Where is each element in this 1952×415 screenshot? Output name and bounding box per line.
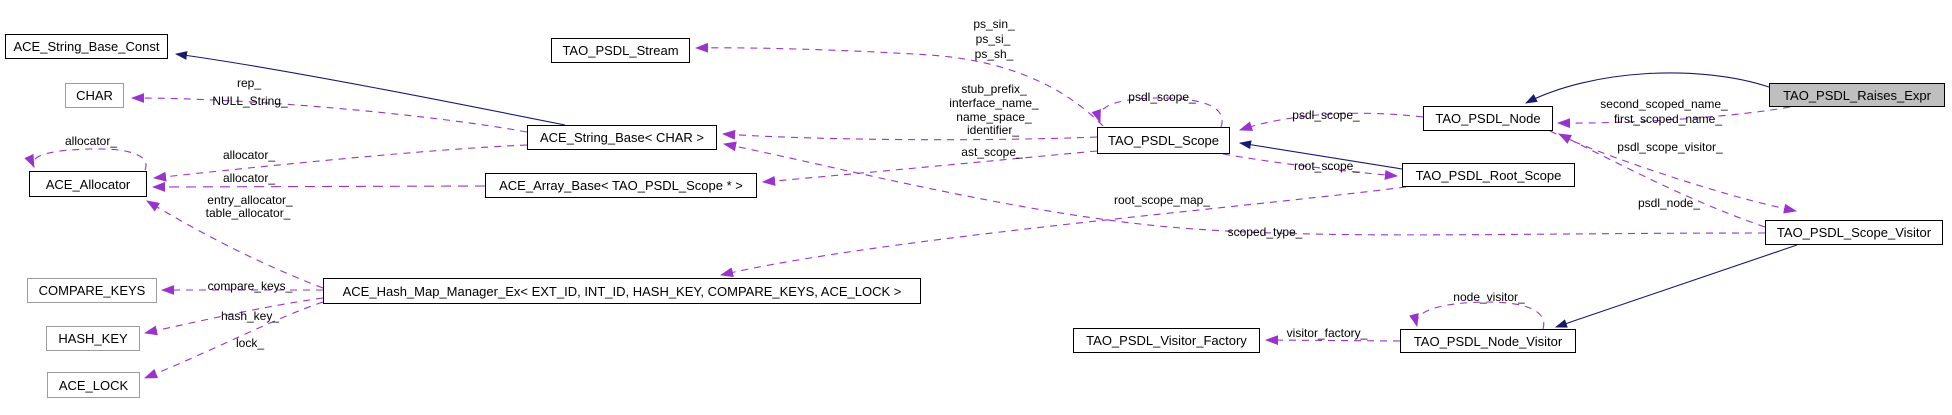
edge-label-scoped-type: scoped_type_ [1227,225,1303,239]
edge-usage-psdl-node [1558,133,1766,228]
edge-label-ps-sin: ps_sin_ [973,17,1015,31]
edge-usage-root-scope-map [719,186,1407,278]
edge-usage-psdl-scope-self-loop [1091,97,1223,128]
edge-usage-lock [143,301,324,379]
node-tao-psdl-scope[interactable]: TAO_PSDL_Scope [1097,127,1230,154]
edge-label-allocator-self: allocator_ [64,134,118,148]
edge-usage-ast-scope [761,150,1098,186]
edge-label-ps-si: ps_si_ [975,32,1011,46]
edge-label-node-visitor: node_visitor_ [1453,290,1525,304]
edge-label-entry-allocator: entry_allocator_ [207,193,293,207]
node-tao-psdl-raises-expr: TAO_PSDL_Raises_Expr [1769,83,1945,107]
edge-label-visitor-factory: visitor_factory_ [1286,326,1368,340]
edge-inherit-string-base-to-const [174,51,566,126]
node-compare-keys[interactable]: COMPARE_KEYS [27,278,157,303]
edge-usage-entry-table-allocator [146,200,324,289]
edge-inherit-scope-visitor-to-node-visitor [1554,244,1798,328]
edge-label-allocator-array: allocator_ [222,171,276,185]
edge-label-root-scope: root_scope_ [1293,159,1361,173]
node-char[interactable]: CHAR [65,83,124,108]
edge-label-interface-name: interface_name_ [949,96,1039,110]
edge-inherit-root-scope-to-scope [1238,140,1403,170]
node-ace-lock[interactable]: ACE_LOCK [47,372,140,398]
edge-usage-psdl-scope-visitor [1549,130,1798,214]
node-tao-psdl-stream[interactable]: TAO_PSDL_Stream [551,38,690,63]
edge-label-stub-prefix: stub_prefix_ [961,82,1027,96]
node-ace-string-base-const[interactable]: ACE_String_Base_Const [5,34,168,59]
node-ace-allocator[interactable]: ACE_Allocator [29,171,147,197]
edge-label-root-scope-map: root_scope_map_ [1113,193,1211,207]
edge-label-ast-scope: ast_scope_ [961,145,1023,159]
edge-usage-scope-strings [721,129,1098,141]
edge-label-psdl-scope-self: psdl_scope_ [1128,90,1196,104]
node-tao-psdl-scope-visitor[interactable]: TAO_PSDL_Scope_Visitor [1765,220,1943,245]
edge-label-hash-key: hash_key_ [220,309,280,323]
edge-usage-ps-streams [694,42,1104,127]
edge-label-first-scoped-name: first_scoped_name_ [1613,112,1723,126]
edge-usage-hash-key [143,297,324,336]
node-tao-psdl-node-visitor[interactable]: TAO_PSDL_Node_Visitor [1400,329,1576,353]
node-ace-array-base[interactable]: ACE_Array_Base< TAO_PSDL_Scope * > [485,173,757,198]
edge-usage-root-scope [1222,153,1399,180]
edge-label-rep: rep_ [236,76,262,90]
edge-inherit-raises-expr-to-node [1525,72,1770,104]
edge-usage-node-visitor-self-loop [1409,301,1545,330]
edge-usage-allocator-array-base [151,182,486,192]
edge-label-compare-keys: compare_keys_ [207,279,293,293]
edge-label-identifier: identifier_ [966,123,1020,137]
node-ace-string-base-char[interactable]: ACE_String_Base< CHAR > [527,125,717,150]
edge-label-psdl-scope-visitor: psdl_scope_visitor_ [1617,140,1723,154]
edge-usage-scoped-type [722,141,1766,236]
edge-label-second-scoped-name: second_scoped_name_ [1600,97,1728,111]
edge-usage-allocator-string-base [152,144,528,182]
edge-label-allocator-string: allocator_ [222,148,276,162]
node-tao-psdl-root-scope[interactable]: TAO_PSDL_Root_Scope [1402,163,1575,187]
edge-usage-rep-null-string [130,93,528,133]
edge-usage-visitor-factory [1264,335,1401,346]
edge-label-psdl-node: psdl_node_ [1637,196,1701,210]
edge-label-lock: lock_ [235,336,265,350]
node-tao-psdl-node[interactable]: TAO_PSDL_Node [1423,106,1553,131]
node-hash-key[interactable]: HASH_KEY [46,326,140,351]
edge-label-null-string: NULL_String_ [212,94,288,108]
edge-usage-second-first-scoped-name [1556,106,1791,129]
edge-label-table-allocator: table_allocator_ [205,206,291,220]
node-tao-psdl-visitor-factory[interactable]: TAO_PSDL_Visitor_Factory [1073,328,1260,353]
node-ace-hash-map-manager-ex[interactable]: ACE_Hash_Map_Manager_Ex< EXT_ID, INT_ID,… [323,278,921,304]
edge-label-psdl-scope: psdl_scope_ [1292,108,1360,122]
edge-usage-allocator-self-loop [24,148,147,171]
edge-label-ps-sh: ps_sh_ [974,47,1014,61]
edge-label-name-space: name_space_ [956,110,1032,124]
